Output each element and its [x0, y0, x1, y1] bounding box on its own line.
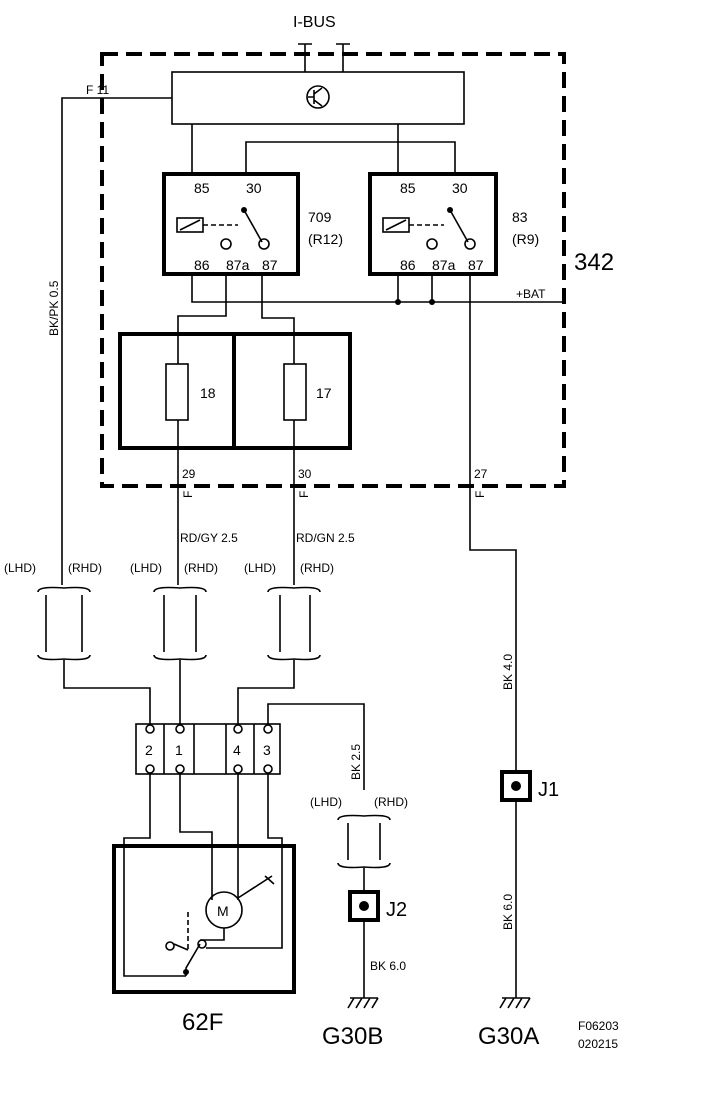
transistor-symbol — [306, 85, 330, 109]
variant-lhd-4: (LHD) — [310, 795, 342, 809]
wire-rdgy: RD/GY 2.5 — [180, 531, 238, 545]
fuse-18 — [165, 363, 189, 421]
ground-g30a-symbol — [499, 997, 531, 1009]
module-342-label: 342 — [574, 249, 614, 276]
relay-709-pin-86: 86 — [194, 257, 210, 273]
relay-709-pin-30: 30 — [246, 180, 262, 196]
relay-83-pin-87: 87 — [468, 257, 484, 273]
junction-j2-label: J2 — [386, 899, 407, 921]
relay-83-pin-87a: 87a — [432, 257, 456, 273]
variant-lhd-2: (LHD) — [130, 561, 162, 575]
wire-bkpk: BK/PK 0.5 — [47, 280, 61, 336]
component-62f — [112, 844, 296, 994]
variant-group-1 — [37, 560, 151, 724]
relay-83-pin-86: 86 — [400, 257, 416, 273]
motor-pin-1: 1 — [175, 742, 183, 758]
wire-rdgn: RD/GN 2.5 — [296, 531, 355, 545]
junction-j2 — [348, 890, 380, 922]
motor-connector — [135, 723, 281, 775]
motor-symbol: M — [217, 903, 229, 919]
pin-30: 30 — [298, 467, 312, 481]
variant-group-2 — [153, 586, 207, 724]
pin-f11: F 11 — [86, 83, 109, 97]
motor-pin-3: 3 — [263, 742, 271, 758]
pin-f-27: F — [473, 491, 487, 498]
ground-g30a-label: G30A — [478, 1023, 539, 1050]
relay-709-position: (R12) — [308, 231, 343, 247]
variant-rhd-3: (RHD) — [300, 561, 334, 575]
relay-83-number: 83 — [512, 209, 528, 225]
variant-rhd-4: (RHD) — [374, 795, 408, 809]
variant-group-4 — [337, 814, 391, 892]
pin-29: 29 — [182, 467, 196, 481]
wire-bk-40: BK 4.0 — [501, 654, 515, 690]
motor-pin-4: 4 — [233, 742, 241, 758]
figure-date: 020215 — [578, 1037, 618, 1051]
bat-label: +BAT — [516, 287, 546, 301]
wire-bk-25: BK 2.5 — [349, 744, 363, 780]
relay-709-pin-85: 85 — [194, 180, 210, 196]
pin-27: 27 — [474, 467, 488, 481]
relay-709-pin-87a: 87a — [226, 257, 250, 273]
fuse-17 — [283, 363, 307, 421]
junction-j1 — [500, 770, 532, 802]
relay-83-pin-85: 85 — [400, 180, 416, 196]
ibus-label: I-BUS — [293, 14, 336, 31]
relay-709-pin-87: 87 — [262, 257, 278, 273]
component-62f-label: 62F — [182, 1009, 223, 1036]
relay-83: 85 30 86 87a 87 — [368, 172, 498, 276]
motor-pin-2: 2 — [145, 742, 153, 758]
relay-709: 85 30 86 87a 87 — [162, 172, 300, 276]
fuse-17-label: 17 — [316, 385, 332, 401]
variant-group-3 — [237, 586, 321, 724]
variant-lhd-3: (LHD) — [244, 561, 276, 575]
variant-lhd-1: (LHD) — [4, 561, 36, 575]
figure-code: F06203 — [578, 1019, 619, 1033]
wire-bk-60-j1: BK 6.0 — [501, 894, 515, 930]
ground-g30b-symbol — [347, 997, 379, 1009]
pin-f-29: F — [181, 491, 195, 498]
variant-rhd-2: (RHD) — [184, 561, 218, 575]
ground-g30b-label: G30B — [322, 1023, 383, 1050]
junction-j1-label: J1 — [538, 779, 559, 801]
fuse-18-label: 18 — [200, 385, 216, 401]
variant-rhd-1: (RHD) — [68, 561, 102, 575]
relay-83-position: (R9) — [512, 231, 539, 247]
module-342-boundary — [100, 52, 566, 488]
pin-f-30: F — [297, 491, 311, 498]
control-unit — [171, 71, 465, 125]
wire-bk-60-j2: BK 6.0 — [370, 959, 406, 973]
ibus-connection — [298, 43, 350, 72]
relay-709-number: 709 — [308, 209, 332, 225]
relay-83-pin-30: 30 — [452, 180, 468, 196]
fuse-block — [118, 332, 352, 450]
